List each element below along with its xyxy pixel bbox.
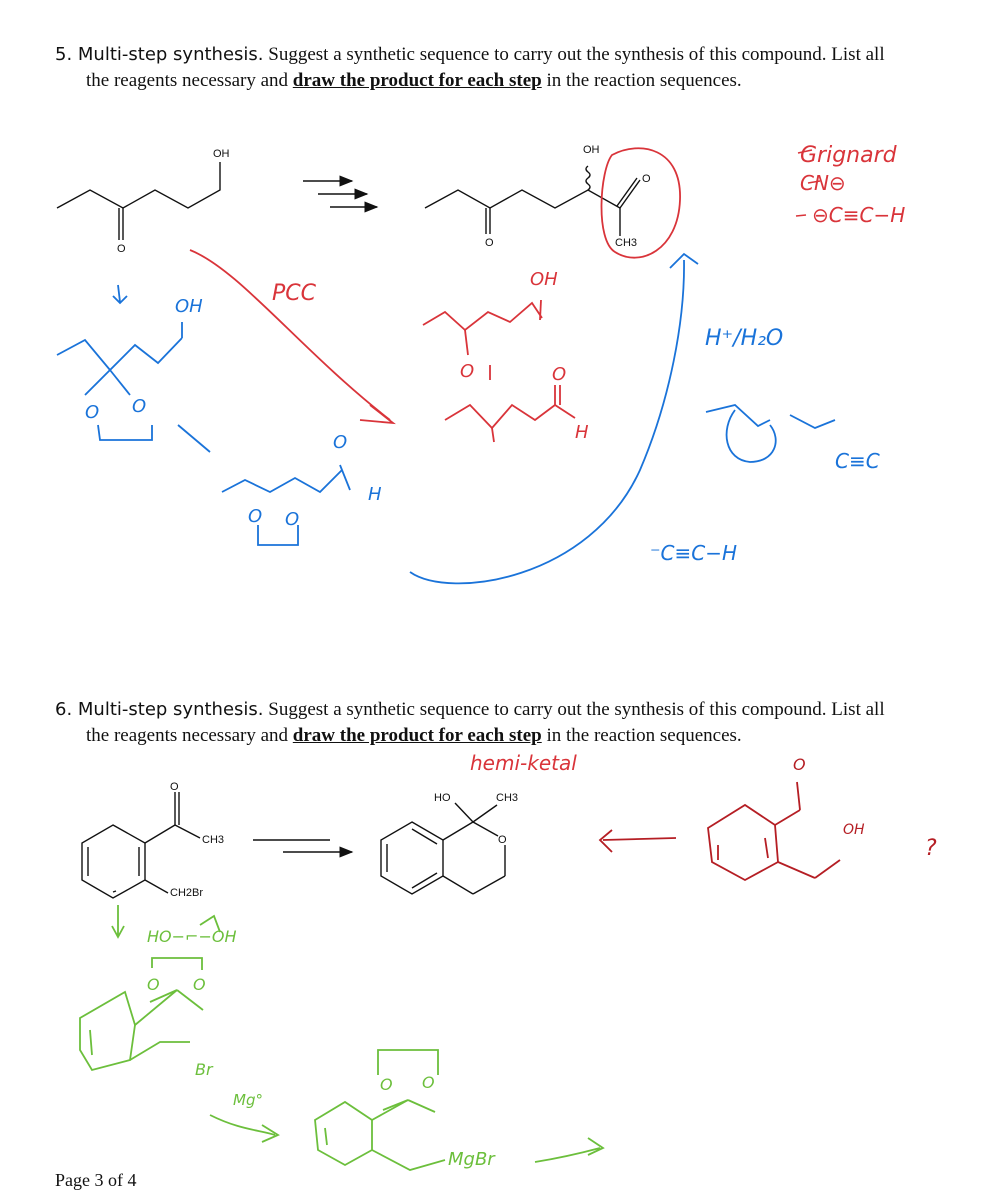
- green-br: Br: [195, 1060, 214, 1079]
- cn-note: CN⊖: [800, 171, 846, 195]
- green-mg: Mg°: [233, 1091, 263, 1109]
- blue-acetal-sketch: [56, 284, 836, 546]
- problem-5-text-a: Suggest a synthetic sequence to carry ou…: [268, 44, 885, 65]
- green-o2: O: [193, 975, 206, 994]
- green-mgbr: MgBr: [448, 1149, 496, 1170]
- red-o-label: O: [460, 361, 474, 382]
- target-ch3-label: CH3: [615, 237, 637, 249]
- hemiketal-note: hemi-ketal: [470, 751, 577, 775]
- problem-6-label: 6. Multi-step synthesis.: [55, 699, 264, 720]
- t6-ho-label: HO: [434, 792, 451, 804]
- dr-o-label: O: [793, 755, 806, 774]
- sm6-o-label: O: [170, 781, 179, 793]
- green-sketches: [79, 905, 605, 1171]
- darkred-retro-sketch: [598, 781, 841, 882]
- red-circle-ketone: [600, 147, 681, 259]
- red-o2-label: O: [552, 364, 566, 385]
- problem-5-label: 5. Multi-step synthesis.: [55, 44, 264, 65]
- problem-6-text: 6. Multi-step synthesis. Suggest a synth…: [55, 697, 985, 749]
- acid-water-label: H⁺/H₂O: [705, 326, 783, 351]
- green-o3: O: [380, 1075, 393, 1094]
- green-o1: O: [147, 975, 160, 994]
- t6-o-label: O: [498, 834, 507, 846]
- start-o-label: O: [117, 243, 126, 255]
- blue-o5: O: [333, 432, 347, 453]
- blue-o2: O: [132, 396, 146, 417]
- red-h-label: H: [575, 422, 589, 443]
- problem-6-text-b: the reagents necessary and: [86, 725, 289, 746]
- blue-alkyne-end: C≡C: [835, 449, 880, 473]
- dr-oh-label: OH: [843, 822, 865, 838]
- target-o2-label: O: [485, 237, 494, 249]
- bullet-dashes: [795, 149, 821, 217]
- start-material-6: [81, 792, 201, 899]
- blue-o3: O: [248, 506, 262, 527]
- pcc-arrow: [189, 249, 391, 421]
- green-o4: O: [422, 1073, 435, 1092]
- problem-5-text-c: in the reaction sequences.: [546, 70, 742, 91]
- acetylide2-label: ⁻C≡C−H: [650, 541, 737, 565]
- blue-oh-label: OH: [175, 296, 203, 317]
- problem-6-text-c: in the reaction sequences.: [546, 725, 742, 746]
- page-footer: Page 3 of 4: [55, 1170, 137, 1190]
- red-aldehyde-sketch: [422, 299, 576, 443]
- problem-6-text-a: Suggest a synthetic sequence to carry ou…: [268, 699, 885, 720]
- t6-ch3-label: CH3: [496, 792, 518, 804]
- p6-arrows: [253, 839, 354, 858]
- target-6: [380, 802, 506, 895]
- target-oh-label: OH: [583, 144, 600, 156]
- blue-h: H: [368, 484, 382, 505]
- multi-step-arrows: [303, 175, 379, 213]
- red-oh-label: OH: [530, 269, 558, 290]
- green-diol: HO−⌐−OH: [147, 927, 236, 946]
- start-oh-label: OH: [213, 148, 230, 160]
- pcc-label: PCC: [272, 281, 317, 306]
- target-o-label: O: [642, 173, 651, 185]
- blue-o4: O: [285, 509, 299, 530]
- blue-o1: O: [85, 402, 99, 423]
- blue-long-arrow: [409, 259, 685, 585]
- target-5: [424, 165, 641, 236]
- question-mark: ?: [925, 836, 937, 861]
- problem-5-text-b: the reagents necessary and: [86, 70, 289, 91]
- grignard-note: Grignard: [800, 143, 898, 168]
- sm6-ch2br-label: CH2Br: [170, 887, 203, 899]
- start-material-5: [56, 162, 221, 240]
- sm6-ch3-label: CH3: [202, 834, 224, 846]
- problem-5-text: 5. Multi-step synthesis. Suggest a synth…: [55, 42, 985, 94]
- problem-6-emphasis: draw the product for each step: [292, 725, 542, 746]
- acetylide-note: ⊖C≡C−H: [812, 203, 905, 227]
- problem-5-emphasis: draw the product for each step: [292, 70, 542, 91]
